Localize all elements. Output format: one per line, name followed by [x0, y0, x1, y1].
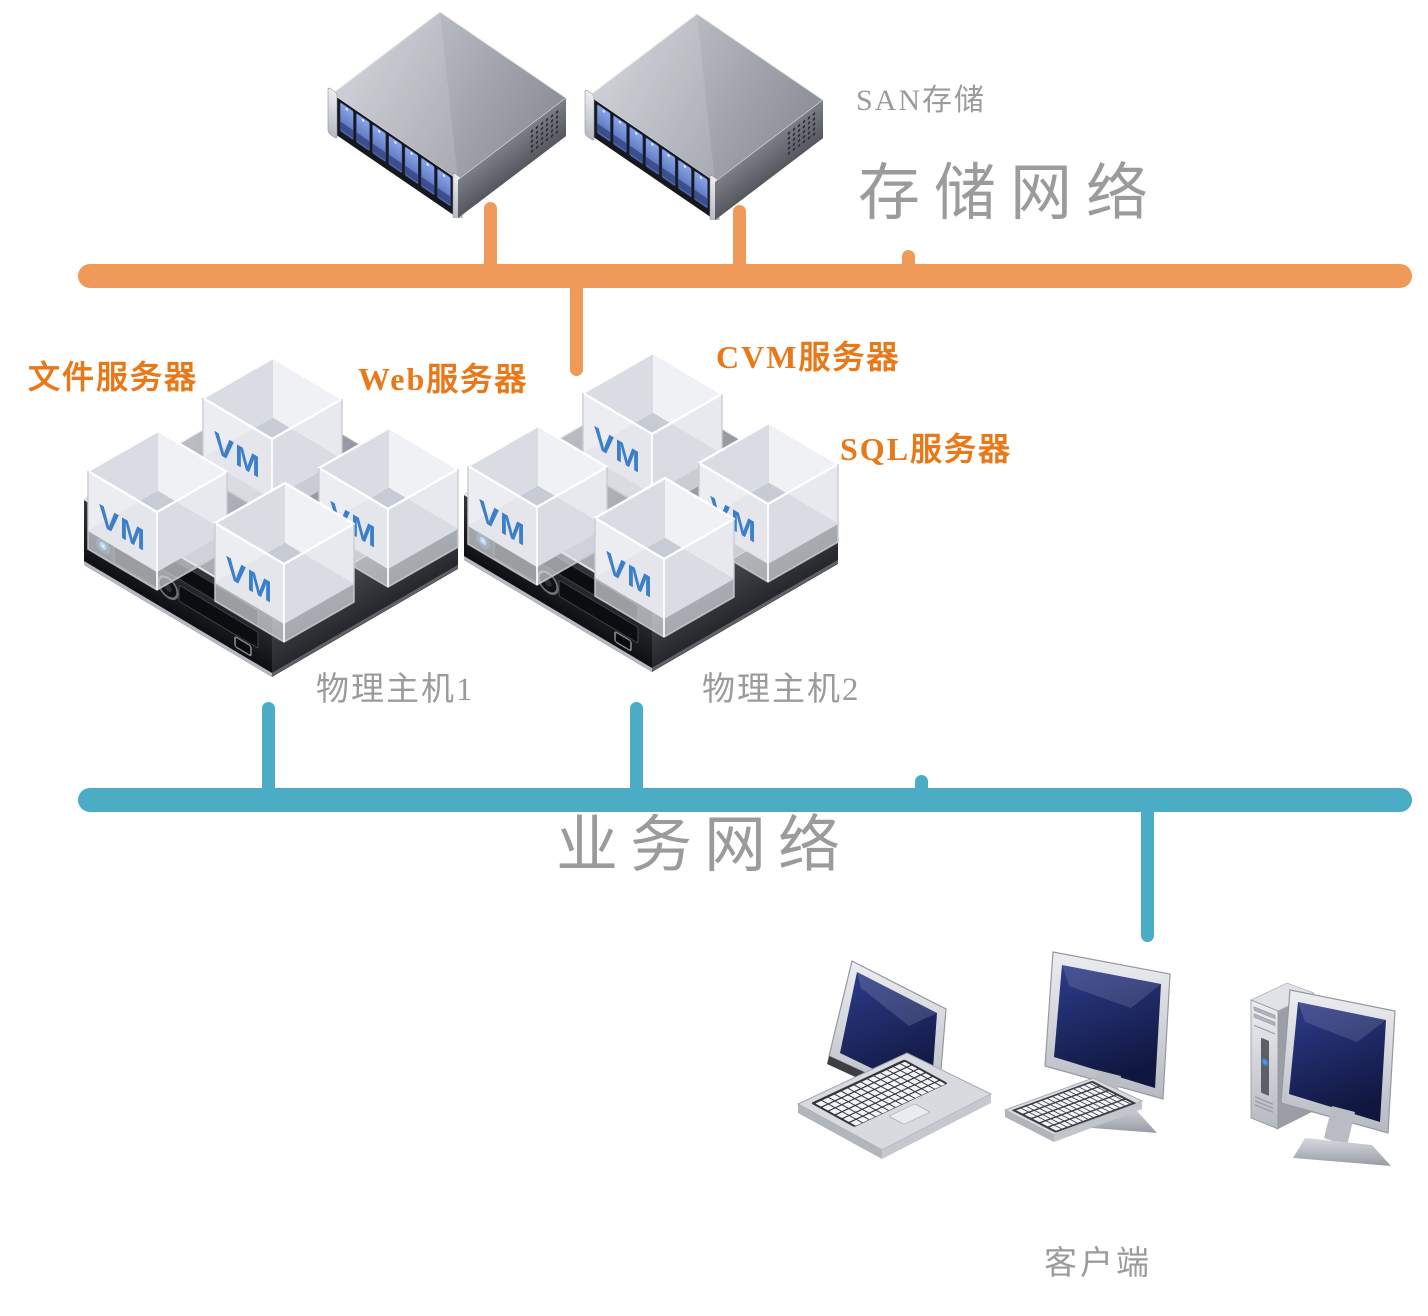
physical-host-2-icon — [458, 348, 844, 680]
business-network-label: 业务网络 — [556, 812, 853, 880]
sql-server-label: SQL服务器 — [840, 431, 1013, 467]
client-label: 客户端 — [1044, 1246, 1152, 1282]
connector-storage-bus-to-hosts — [570, 282, 583, 376]
san-storage-server-1-icon — [326, 10, 568, 218]
cvm-server-label: CVM服务器 — [716, 339, 901, 375]
connector-business-bus-to-clients — [1141, 806, 1154, 942]
storage-network-label: 存储网络 — [858, 160, 1163, 228]
san-storage-label: SAN存储 — [856, 84, 987, 117]
connector-san1-to-storage-bus — [484, 202, 497, 276]
business-network-bus — [78, 788, 1412, 812]
file-server-label: 文件服务器 — [28, 359, 199, 395]
physical-host-2-label: 物理主机2 — [702, 672, 861, 708]
desktop-client-icon — [1004, 951, 1171, 1143]
physical-host-1-icon — [78, 353, 464, 685]
connector-host2-to-business-bus — [630, 702, 643, 797]
physical-host-1-label: 物理主机1 — [316, 672, 475, 708]
tower-client-icon — [1250, 982, 1396, 1167]
laptop-client-icon — [797, 960, 992, 1160]
connector-host1-to-business-bus — [262, 702, 275, 797]
connector-san2-to-storage-bus — [733, 205, 746, 277]
web-server-label: Web服务器 — [358, 361, 529, 397]
san-storage-server-2-icon — [583, 12, 825, 220]
storage-network-bus — [78, 264, 1412, 288]
